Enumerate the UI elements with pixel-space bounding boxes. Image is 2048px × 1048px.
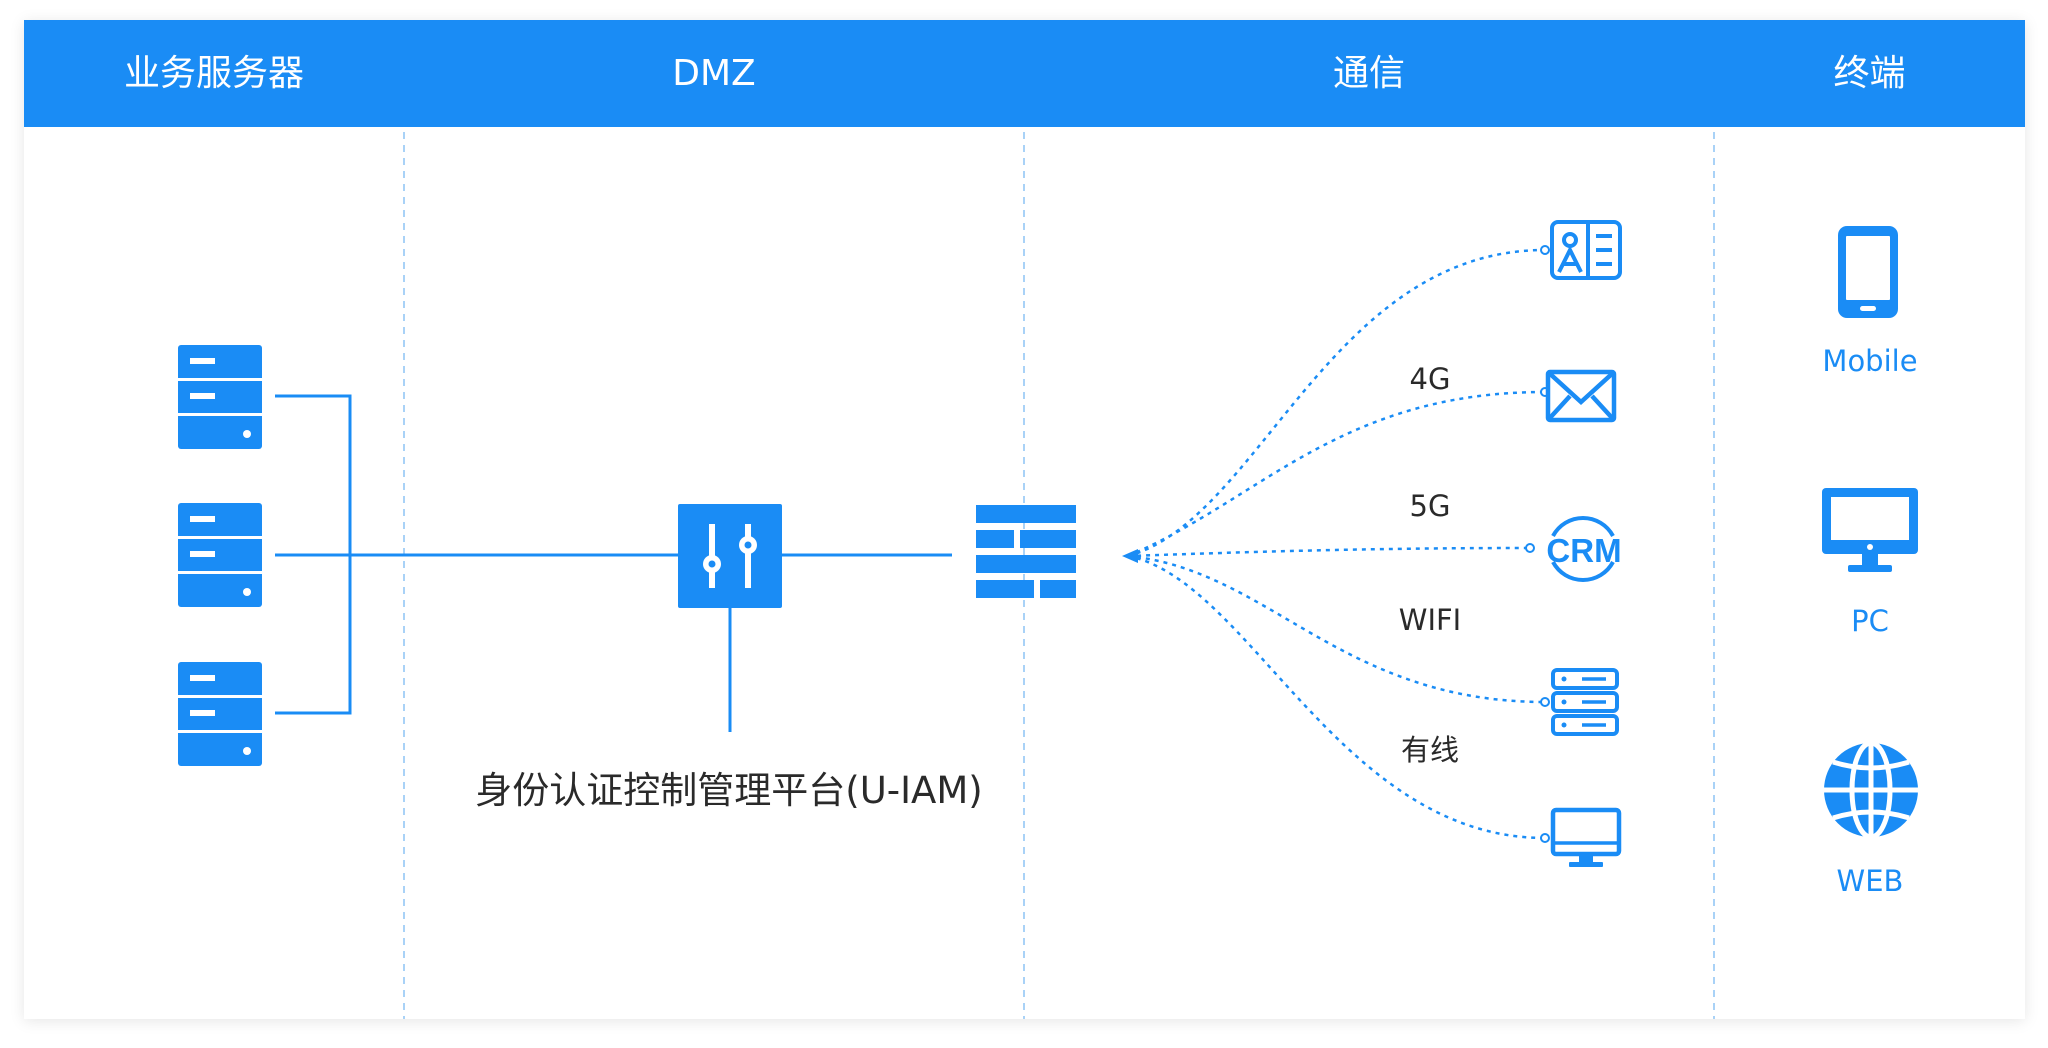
mail-icon [1545, 369, 1617, 423]
server-icon [176, 501, 264, 609]
column-header-bar: 业务服务器 DMZ 通信 终端 [24, 20, 2025, 127]
terminal-label-mobile: Mobile [1822, 344, 1918, 378]
monitor-icon [1550, 807, 1622, 867]
firewall-icon [976, 505, 1076, 598]
column-title-business-servers: 业务服务器 [123, 53, 304, 94]
column-dividers [403, 132, 1715, 1019]
pc-monitor-icon [1822, 488, 1918, 572]
communication-links [1127, 248, 1546, 840]
link-endpoints [1525, 245, 1550, 843]
link-crm [1127, 546, 1529, 558]
globe-icon [1824, 740, 1918, 840]
terminal-label-pc: PC [1851, 604, 1889, 638]
link-server [1127, 554, 1546, 704]
link-contact [1127, 248, 1546, 558]
column-title-dmz: DMZ [672, 53, 756, 94]
crm-text: CRM [1546, 532, 1621, 569]
channel-label-4g: 4G [1409, 362, 1451, 396]
server-icon [176, 660, 264, 768]
link-monitor [1127, 554, 1546, 840]
control-panel-icon [678, 504, 782, 608]
channel-label-wifi: WIFI [1398, 603, 1462, 637]
contact-card-icon [1550, 220, 1622, 280]
column-title-communication: 通信 [1332, 53, 1405, 94]
arrow-head [1122, 549, 1138, 563]
server-connector [275, 394, 952, 732]
crm-icon: CRM [1546, 516, 1622, 582]
link-mail [1127, 390, 1546, 558]
channel-label-wired: 有线 [1400, 733, 1459, 767]
channel-label-5g: 5G [1409, 489, 1451, 523]
column-title-terminal: 终端 [1833, 53, 1906, 94]
platform-label: 身份认证控制管理平台(U-IAM) [475, 769, 983, 812]
terminal-label-web: WEB [1836, 864, 1904, 898]
mobile-phone-icon [1838, 226, 1898, 318]
server-rack-icon [1551, 668, 1619, 736]
server-icon [176, 343, 264, 451]
